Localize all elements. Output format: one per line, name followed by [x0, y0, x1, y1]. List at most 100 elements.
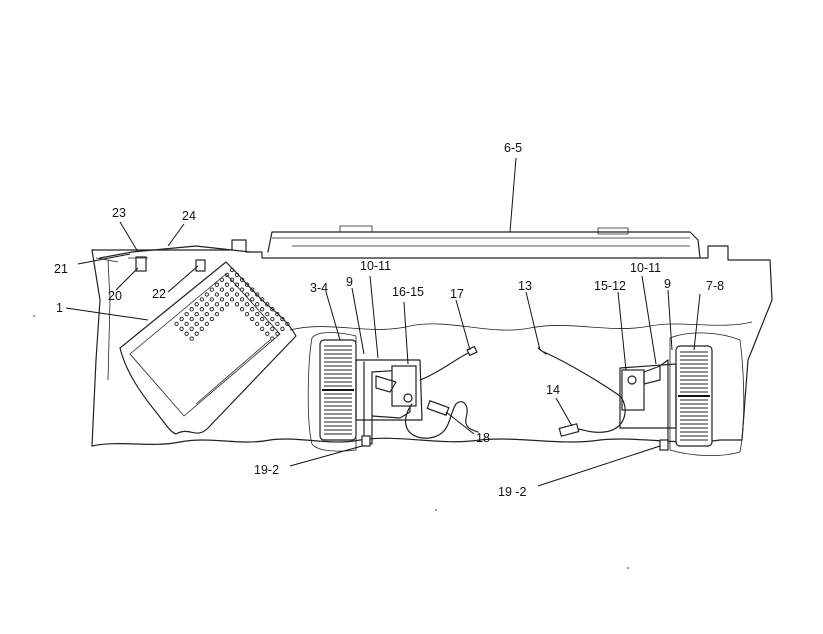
perforation-dot — [234, 282, 240, 287]
perforation-dot — [174, 321, 179, 327]
perforation-dot — [189, 307, 194, 312]
perforation-dot — [265, 311, 270, 317]
label-14: 14 — [546, 383, 560, 397]
grille-perforations — [174, 267, 290, 341]
perforation-dot — [250, 287, 255, 292]
perforation-dot — [234, 272, 240, 278]
perforation-dot — [270, 326, 275, 331]
perforation-dot — [224, 292, 230, 297]
perforation-dot — [184, 311, 189, 317]
perforation-dot — [224, 272, 230, 278]
perforation-dot — [255, 321, 260, 327]
perforation-dot — [209, 297, 214, 302]
perforation-dot — [244, 282, 250, 287]
perforation-dot — [234, 302, 240, 307]
perforation-dot — [214, 282, 220, 287]
perforation-dot — [184, 321, 189, 327]
perforation-dot — [260, 326, 265, 331]
perforation-dot — [194, 321, 199, 327]
label-7-8: 7-8 — [706, 279, 724, 293]
perforation-dot — [229, 267, 235, 273]
perforation-dot — [239, 277, 245, 282]
perforation-dot — [219, 287, 225, 292]
perforation-dot — [270, 307, 275, 312]
perforation-dot — [250, 297, 255, 302]
label-19-2-right: 19 -2 — [498, 485, 527, 499]
right-blower-assembly — [619, 332, 745, 457]
perforation-dot — [219, 277, 225, 282]
perforation-dot — [189, 336, 194, 341]
perforation-dot — [214, 292, 220, 297]
perforation-dot — [199, 316, 204, 322]
perforation-dot — [199, 307, 204, 312]
perforation-dot — [265, 321, 270, 327]
label-1: 1 — [56, 301, 63, 315]
callout-labels: 6-5 23 24 21 20 22 1 3-4 9 10-11 16-15 1… — [54, 141, 724, 499]
label-20: 20 — [108, 289, 122, 303]
label-15-12: 15-12 — [594, 279, 626, 293]
perforation-dot — [194, 302, 199, 307]
right-blower-fins — [678, 351, 710, 441]
wiring-harness-left — [404, 345, 479, 439]
label-22: 22 — [152, 287, 166, 301]
perforation-dot — [234, 292, 240, 297]
label-10-11-right: 10-11 — [630, 261, 661, 275]
perforation-dot — [219, 297, 225, 302]
label-18: 18 — [476, 431, 490, 445]
air-filter-grille — [119, 261, 297, 435]
perforation-dot — [255, 292, 260, 297]
perforation-dot — [204, 302, 209, 307]
left-blower-fins — [322, 345, 354, 435]
perforation-dot — [194, 331, 199, 336]
perforation-dot — [189, 326, 194, 331]
perforation-dot — [219, 307, 225, 312]
label-13: 13 — [518, 279, 532, 293]
perforation-dot — [255, 302, 260, 307]
perforation-dot — [209, 287, 214, 292]
perforation-dot — [199, 297, 204, 302]
perforation-dot — [275, 321, 280, 327]
main-housing — [91, 239, 773, 447]
label-3-4: 3-4 — [310, 281, 328, 295]
label-21: 21 — [54, 262, 68, 276]
perforation-dot — [265, 331, 270, 336]
perforation-dot — [189, 316, 194, 322]
perforation-dot — [224, 282, 230, 287]
perforation-dot — [244, 302, 250, 307]
perforation-dot — [179, 316, 184, 322]
label-9-right: 9 — [664, 277, 671, 291]
perforation-dot — [255, 311, 260, 317]
perforation-dot — [239, 287, 245, 292]
perforation-dot — [244, 311, 250, 317]
perforation-dot — [224, 302, 230, 307]
perforation-dot — [285, 321, 290, 327]
perforation-dot — [239, 297, 245, 302]
perforation-dot — [250, 316, 255, 322]
perforation-dot — [209, 307, 214, 312]
retainer-clips — [99, 245, 251, 272]
perforation-dot — [270, 316, 275, 322]
label-23: 23 — [112, 206, 126, 220]
label-6-5: 6-5 — [504, 141, 522, 155]
perforation-dot — [229, 297, 235, 302]
perforation-dot — [260, 297, 265, 302]
perforation-dot — [179, 326, 184, 331]
top-cover-plate — [267, 225, 701, 259]
perforation-dot — [194, 311, 199, 317]
label-9-left: 9 — [346, 275, 353, 289]
perforation-dot — [260, 307, 265, 312]
perforation-dot — [260, 316, 265, 322]
perforation-dot — [270, 336, 275, 341]
perforation-dot — [280, 326, 285, 331]
perforation-dot — [265, 302, 270, 307]
label-17: 17 — [450, 287, 464, 301]
perforation-dot — [280, 316, 285, 322]
perforation-dot — [204, 311, 209, 317]
perforation-dot — [214, 302, 220, 307]
perforation-dot — [199, 326, 204, 331]
label-10-11-left: 10-11 — [360, 259, 391, 273]
perforation-dot — [204, 292, 209, 297]
perforation-dot — [275, 331, 280, 336]
label-24: 24 — [182, 209, 196, 223]
